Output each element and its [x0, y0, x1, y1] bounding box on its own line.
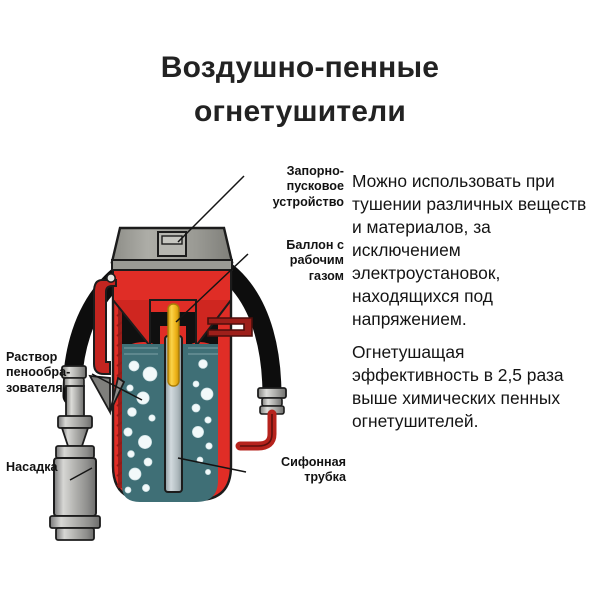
callout-nozzle: Насадка — [6, 460, 58, 474]
description-block: Можно использовать при тушении различных… — [352, 170, 596, 433]
hose-bracket — [207, 317, 253, 337]
nozzle — [49, 385, 101, 541]
page-title-line-2: огнетушители — [193, 94, 407, 128]
hose-fitting-left — [61, 365, 87, 389]
extinguisher-illustration — [49, 175, 287, 541]
support-brackets — [88, 374, 126, 416]
gas-cylinder-tube — [167, 303, 180, 387]
callout-gas-cylinder: Баллон с рабочим газом — [286, 238, 344, 283]
callout-foam-solution: Раствор пенообра- зователя — [6, 350, 71, 395]
hose-fitting-right — [235, 387, 287, 451]
carry-handle — [93, 273, 117, 375]
extinguisher-diagram: Запорно- пусковое устройство Баллон с ра… — [0, 150, 352, 550]
callout-shutoff-device: Запорно- пусковое устройство — [272, 164, 344, 209]
page-title: Воздушно-пенные огнетушители — [0, 46, 600, 133]
description-paragraph-2: Огнетушащая эффективность в 2,5 раза выш… — [352, 341, 564, 431]
shutoff-valve-head — [110, 226, 234, 271]
callout-leader-lines — [69, 175, 249, 481]
callout-siphon-tube: Сифонная трубка — [281, 455, 346, 485]
page-title-line-1: Воздушно-пенные — [160, 51, 440, 84]
description-paragraph-1: Можно использовать при тушении различных… — [352, 171, 587, 329]
